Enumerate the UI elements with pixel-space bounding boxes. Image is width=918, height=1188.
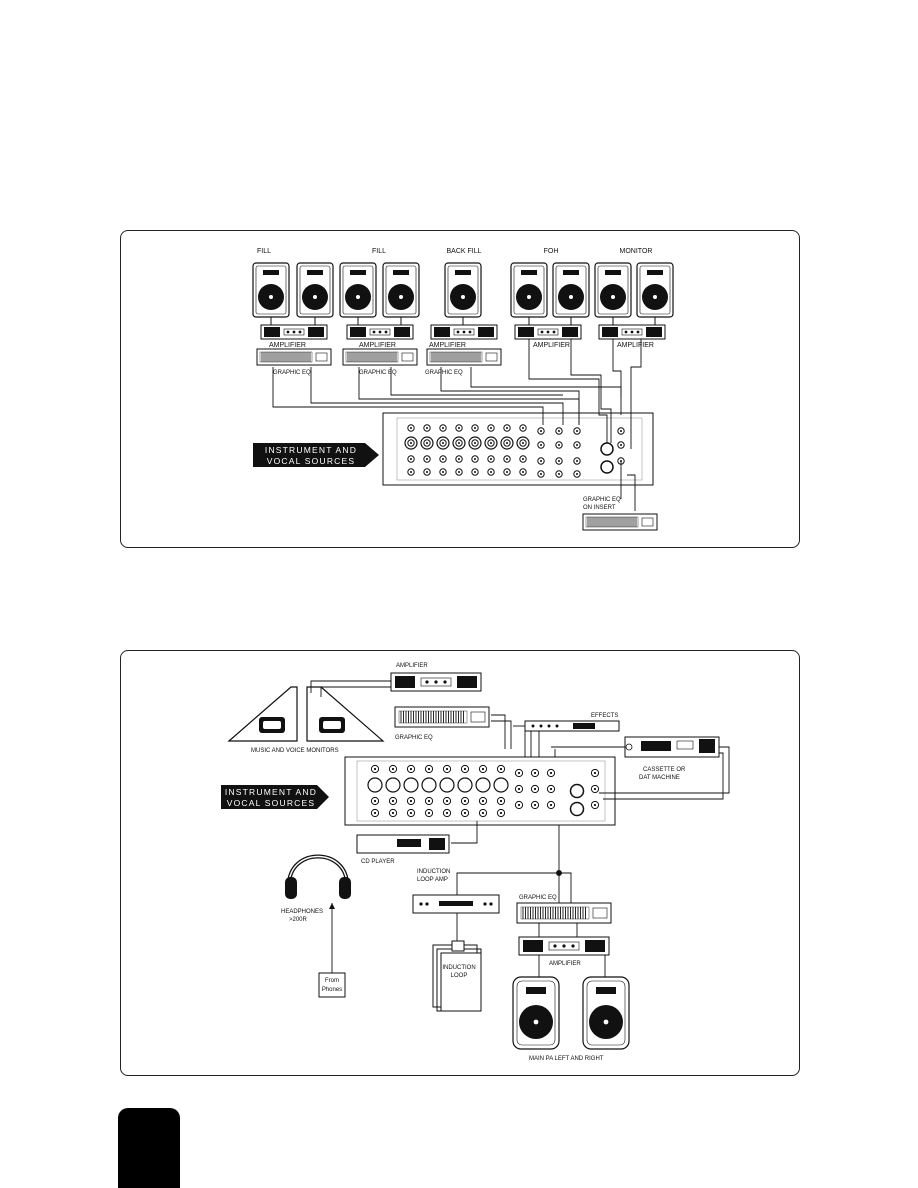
diagram-2-canvas: AMPLIFIER MUSIC AND VOICE MONITORS GRAPH…: [221, 663, 730, 1062]
eq-label-3: GRAPHIC EQ: [425, 370, 463, 376]
from-label-line1: From: [325, 978, 339, 984]
graphic-eq-label: GRAPHIC EQ: [395, 735, 433, 741]
amp-label-3: AMPLIFIER: [429, 342, 466, 349]
sources-label-line1: INSTRUMENT AND: [225, 787, 317, 797]
graphic-eq-icon: [394, 706, 490, 728]
cassette-label-line1: CASSETTE OR: [643, 767, 686, 773]
diagram-panel-1: FILL FILL BACK FILL FOH MONITOR AMPLIFIE…: [120, 230, 800, 548]
connection-lines: [310, 680, 730, 977]
amp-label-2: AMPLIFIER: [359, 342, 396, 349]
diagram-1-canvas: FILL FILL BACK FILL FOH MONITOR AMPLIFIE…: [252, 248, 674, 531]
zone-label-back-fill: BACK FILL: [446, 248, 481, 255]
from-label-line2: Phones: [322, 987, 342, 993]
monitor-wedge-icon: [227, 686, 385, 742]
sources-label-line1: INSTRUMENT AND: [265, 445, 357, 455]
amplifier-icon: [518, 936, 610, 956]
amplifier-2-label: AMPLIFIER: [549, 961, 581, 967]
amp-label-1: AMPLIFIER: [269, 342, 306, 349]
page-tab: [118, 1108, 180, 1188]
diagram-panel-2: AMPLIFIER MUSIC AND VOICE MONITORS GRAPH…: [120, 650, 800, 1076]
sources-arrow: INSTRUMENT AND VOCAL SOURCES: [253, 443, 379, 467]
sources-label-line2: VOCAL SOURCES: [227, 798, 316, 808]
amp-top-label: AMPLIFIER: [396, 663, 428, 669]
eq-label-2: GRAPHIC EQ: [359, 370, 397, 376]
speaker-icon: [512, 976, 630, 1050]
phones-arrow: [329, 903, 335, 909]
sources-label-line2: VOCAL SOURCES: [267, 456, 356, 466]
headphones-icon: [285, 854, 351, 899]
effects-unit-icon: [524, 720, 620, 732]
induction-loop-label-line2: LOOP: [451, 973, 468, 979]
graphic-eq-2-label: GRAPHIC EQ: [519, 895, 557, 901]
sources-arrow: INSTRUMENT AND VOCAL SOURCES: [221, 785, 329, 809]
insert-label-line1: GRAPHIC EQ: [583, 497, 621, 503]
amp-label-5: AMPLIFIER: [617, 342, 654, 349]
amplifier-icon: [390, 672, 482, 692]
speaker-icon: [252, 262, 674, 318]
insert-eq-icon: [582, 513, 658, 531]
cassette-label-line2: DAT MACHINE: [639, 775, 680, 781]
monitors-label: MUSIC AND VOICE MONITORS: [251, 748, 339, 754]
insert-label-line2: ON INSERT: [583, 505, 616, 511]
main-pa-label: MAIN PA LEFT AND RIGHT: [529, 1056, 604, 1062]
headphones-label-line2: >200R: [289, 917, 308, 923]
mixer-console: [344, 756, 616, 826]
effects-label: EFFECTS: [591, 713, 618, 719]
cd-player-icon: [356, 834, 450, 854]
zone-label-monitor: MONITOR: [620, 248, 653, 255]
cassette-deck-icon: [624, 736, 720, 758]
zone-label-foh: FOH: [544, 248, 559, 255]
graphic-eq-icon: [516, 902, 612, 924]
cd-player-label: CD PLAYER: [361, 859, 395, 865]
connection-lines: [272, 339, 642, 511]
zone-label-fill-2: FILL: [372, 248, 386, 255]
mixer-console: [382, 412, 654, 486]
induction-loop-label-line1: INDUCTION: [442, 965, 475, 971]
headphones-label-line1: HEADPHONES: [281, 909, 323, 915]
induction-amp-icon: [412, 894, 500, 914]
induction-loop-icon: [432, 940, 482, 1012]
eq-label-1: GRAPHIC EQ: [273, 370, 311, 376]
from-phones-box: [318, 972, 346, 998]
induction-amp-label-line2: LOOP AMP: [417, 877, 448, 883]
induction-amp-label-line1: INDUCTION: [417, 869, 450, 875]
amp-label-4: AMPLIFIER: [533, 342, 570, 349]
graphic-eq-icon: [256, 348, 502, 366]
amplifier-icon: [260, 324, 666, 340]
zone-label-fill-1: FILL: [257, 248, 271, 255]
